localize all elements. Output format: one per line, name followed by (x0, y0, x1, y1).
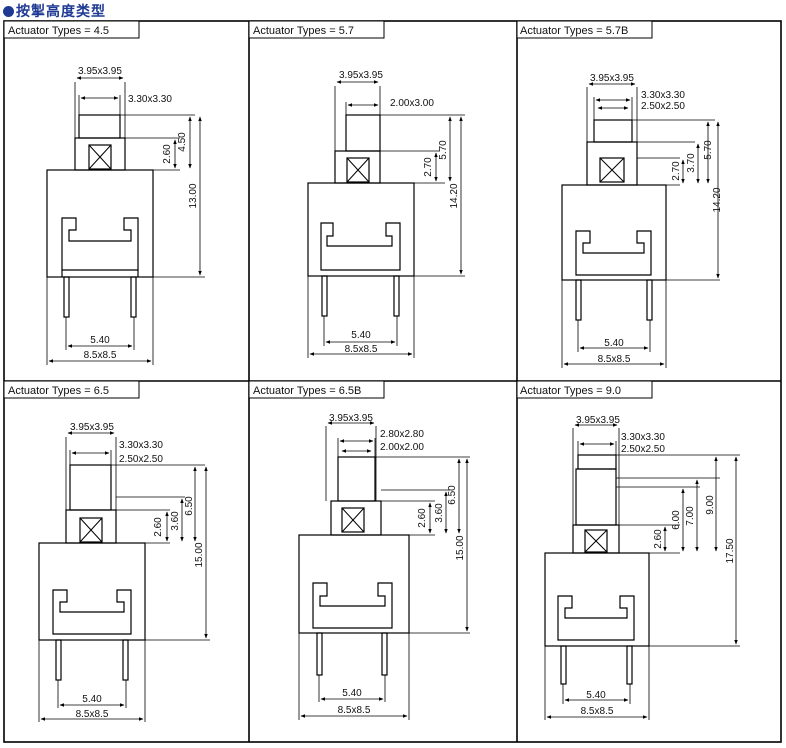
panel-actuator-4-5: Actuator Types = 4.5 3 (3, 20, 205, 365)
dim-pin-spacing: 5.40 (604, 338, 624, 349)
dim-body-size: 8.5x8.5 (76, 709, 109, 720)
panel-actuator-5-7: Actuator Types = 5.7 3.95x3.9 (248, 20, 465, 358)
dim-actuator-inner: 2.50x2.50 (641, 101, 685, 112)
panel-label: Actuator Types = 5.7B (520, 25, 628, 37)
switch-drawing (38, 464, 146, 681)
dim-vertical: 6.50 (447, 485, 458, 505)
switch-drawing (544, 454, 650, 685)
panel-label: Actuator Types = 5.7 (253, 25, 354, 37)
dim-actuator-inner: 3.30x3.30 (119, 440, 163, 451)
dim-actuator-inner: 2.00x3.00 (390, 98, 434, 109)
panel-actuator-9-0: Actuator Types = 9.0 (516, 380, 740, 720)
dim-actuator-inner: 2.50x2.50 (621, 444, 665, 455)
dim-vertical: 3.70 (686, 153, 697, 173)
dim-vertical: 4.50 (177, 132, 188, 152)
switch-drawing (307, 114, 415, 317)
bullet-icon (3, 6, 14, 17)
dim-actuator-outer: 3.95x3.95 (70, 422, 114, 433)
dim-pin-spacing: 5.40 (351, 330, 371, 341)
dim-body-size: 8.5x8.5 (581, 706, 614, 717)
dim-actuator-inner: 3.30x3.30 (128, 94, 172, 105)
dim-actuator-outer: 3.95x3.95 (576, 415, 620, 426)
panel-label-box (3, 380, 140, 399)
dim-pin-spacing: 5.40 (586, 690, 606, 701)
page-title: 按掣高度类型 (3, 1, 106, 20)
dim-actuator-inner: 2.50x2.50 (119, 454, 163, 465)
dim-vertical: 2.60 (653, 529, 664, 549)
panel-label-box (516, 20, 653, 39)
dim-actuator-outer: 3.95x3.95 (590, 73, 634, 84)
dim-vertical: 3.60 (434, 503, 445, 523)
dim-body-size: 8.5x8.5 (598, 354, 631, 365)
dim-pin-spacing: 5.40 (342, 688, 362, 699)
panel-label: Actuator Types = 9.0 (520, 385, 621, 397)
panel-actuator-6-5b: Actuator Types = 6.5B (248, 380, 470, 720)
page-title-text: 按掣高度类型 (16, 4, 106, 20)
dim-actuator-inner: 3.30x3.30 (641, 90, 685, 101)
dim-actuator-outer: 3.95x3.95 (78, 66, 122, 77)
dim-vertical: 14.20 (449, 183, 460, 208)
dim-actuator-outer: 3.95x3.95 (329, 413, 373, 424)
dim-vertical: 2.60 (153, 517, 164, 537)
dim-vertical: 2.60 (162, 144, 173, 164)
dim-actuator-inner: 2.80x2.80 (380, 429, 424, 440)
panel-actuator-6-5: Actuator Types = 6.5 (3, 380, 210, 722)
panel-label-box (248, 380, 385, 399)
dim-vertical: 2.70 (423, 157, 434, 177)
dimension-lines (561, 82, 720, 368)
dim-vertical: 17.50 (725, 538, 736, 563)
switch-drawing (46, 114, 154, 318)
dim-body-size: 8.5x8.5 (345, 344, 378, 355)
dimension-lines (38, 431, 210, 722)
dim-vertical: 14.20 (712, 187, 723, 212)
dim-body-size: 8.5x8.5 (338, 705, 371, 716)
dim-vertical: 2.70 (671, 161, 682, 181)
dimension-lines (298, 421, 470, 720)
panel-actuator-5-7b: Actuator Types = 5.7B (516, 20, 723, 368)
dimension-lines (544, 423, 740, 720)
dim-vertical: 3.60 (170, 511, 181, 531)
dim-vertical: 6.50 (184, 496, 195, 516)
dim-vertical: 13.00 (188, 183, 199, 208)
panel-label: Actuator Types = 6.5B (253, 385, 361, 397)
switch-drawing (561, 119, 667, 321)
dim-vertical: 5.70 (703, 140, 714, 160)
dim-vertical: 2.60 (417, 508, 428, 528)
dim-vertical: 6.00 (671, 510, 682, 530)
dim-actuator-inner: 2.00x2.00 (380, 442, 424, 453)
dim-vertical: 7.00 (685, 506, 696, 526)
dim-vertical: 9.00 (705, 495, 716, 515)
dim-vertical: 5.70 (438, 140, 449, 160)
dimension-lines (307, 80, 465, 358)
switch-drawing (298, 456, 410, 676)
dim-vertical: 15.00 (455, 535, 466, 560)
dim-pin-spacing: 5.40 (90, 335, 110, 346)
dim-actuator-inner: 3.30x3.30 (621, 432, 665, 443)
dimension-lines (46, 76, 205, 365)
dim-actuator-outer: 3.95x3.95 (339, 70, 383, 81)
dim-vertical: 15.00 (194, 542, 205, 567)
panel-label: Actuator Types = 4.5 (8, 25, 109, 37)
dim-body-size: 8.5x8.5 (84, 350, 117, 361)
dim-pin-spacing: 5.40 (82, 694, 102, 705)
panel-label: Actuator Types = 6.5 (8, 385, 109, 397)
panel-label-box (3, 20, 140, 39)
panel-label-box (248, 20, 385, 39)
panel-label-box (516, 380, 653, 399)
